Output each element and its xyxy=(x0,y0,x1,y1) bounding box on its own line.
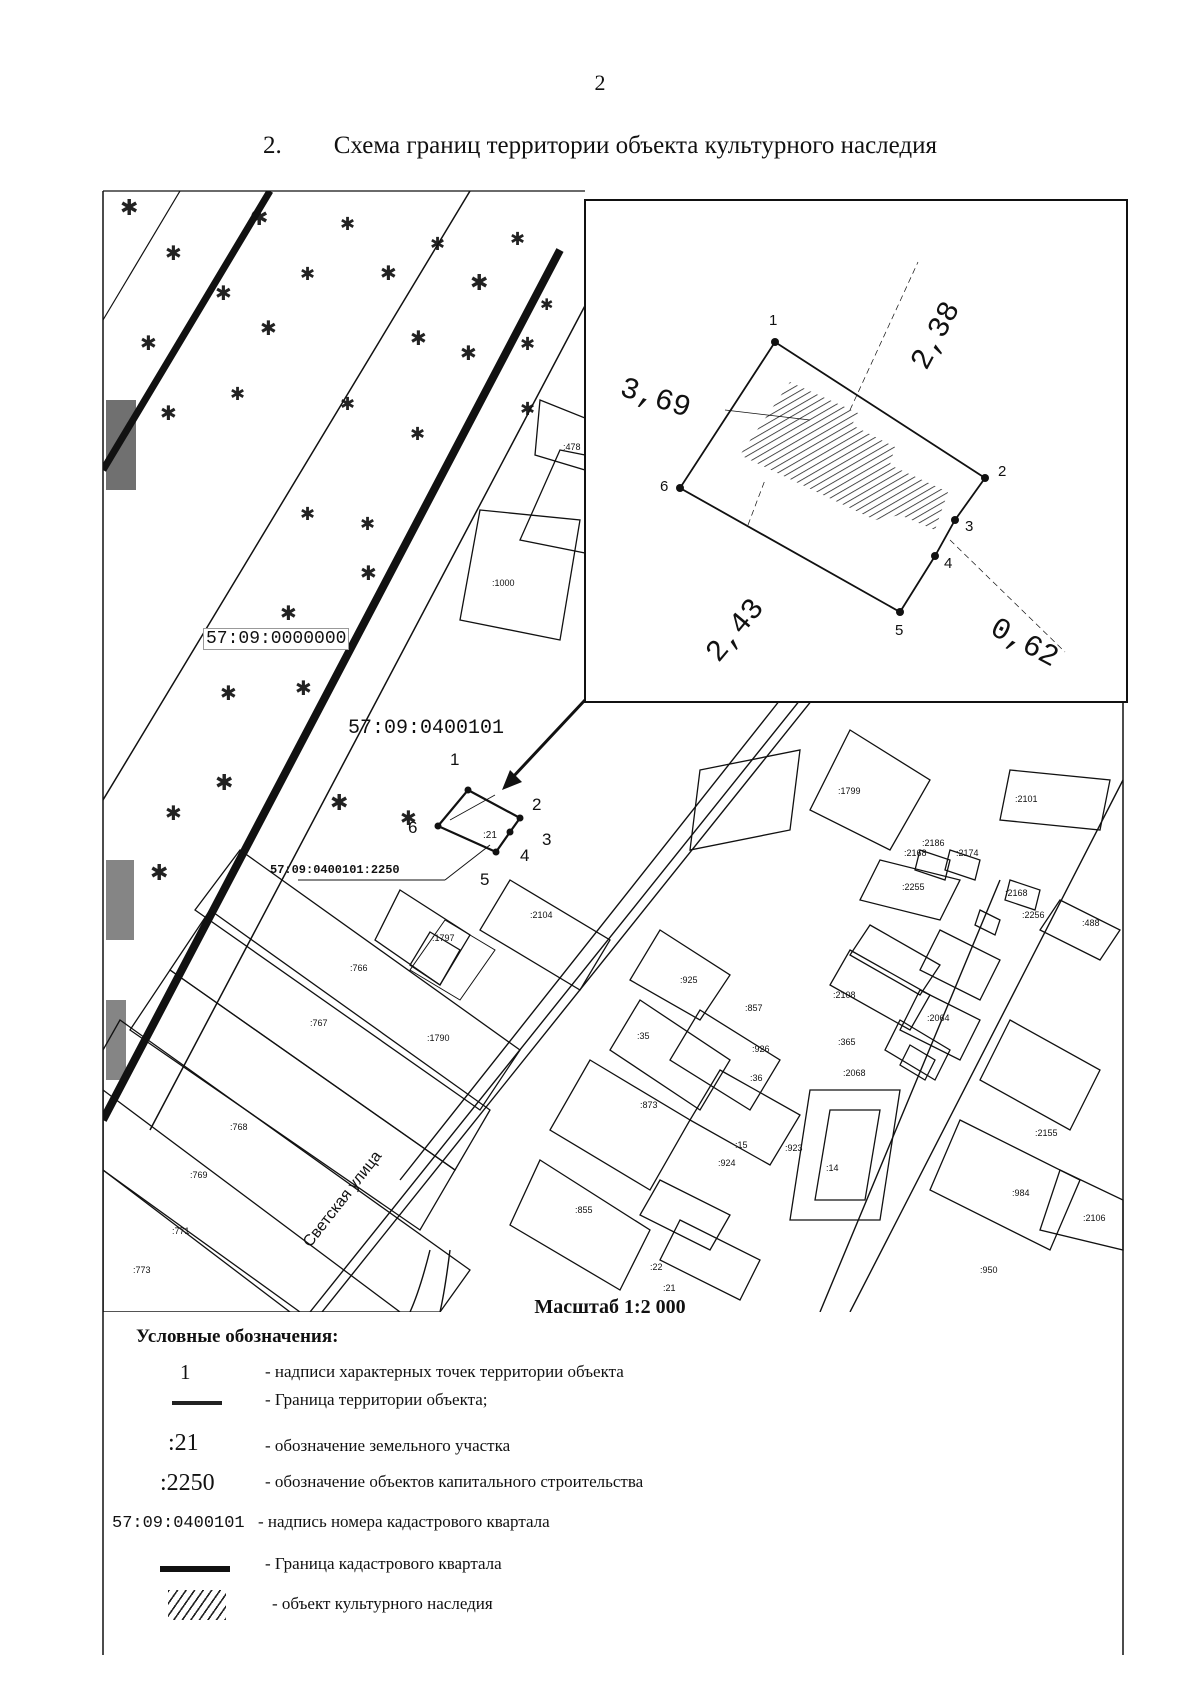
map-scale: Масштаб 1:2 000 xyxy=(534,1296,686,1318)
svg-text:✱: ✱ xyxy=(460,343,477,365)
legend-text: - Граница территории объекта; xyxy=(265,1390,488,1409)
legend-symbol-quarter: 57:09:0400101 xyxy=(112,1514,245,1533)
legend-symbol-hatch xyxy=(168,1590,226,1620)
legend-text: - обозначение земельного участка xyxy=(265,1436,511,1455)
svg-text:✱: ✱ xyxy=(140,333,157,355)
cadastral-quarter-boundaries xyxy=(103,191,589,1131)
svg-text:✱: ✱ xyxy=(215,770,233,795)
svg-text:✱: ✱ xyxy=(295,678,312,700)
legend-item-object-boundary: - Граница территории объекта; xyxy=(0,1388,1200,1418)
legend-item-quarter-label: 57:09:0400101 - надпись номера кадастров… xyxy=(0,1512,1200,1542)
legend-text: - надпись номера кадастрового квартала xyxy=(258,1512,550,1531)
svg-text:✱: ✱ xyxy=(510,229,525,249)
vegetation: ✱ ✱ ✱ ✱ ✱ ✱ ✱ ✱ ✱ ✱ ✱ ✱ ✱ ✱ ✱ ✱ ✱ ✱ ✱ ✱ ✱ ✱ ✱ ✱ ✱ ✱ ✱… xyxy=(106,195,553,1080)
title-number: 2. xyxy=(262,132,282,159)
legend-symbol-object-boundary-line xyxy=(172,1401,222,1405)
legend-item-land-parcel: :21 - обозначение земельного участка xyxy=(0,1430,1200,1464)
svg-text:✱: ✱ xyxy=(165,803,182,825)
svg-text:✱: ✱ xyxy=(300,504,315,524)
object-territory-boundary xyxy=(434,786,524,856)
legend-text: - Граница кадастрового квартала xyxy=(265,1554,502,1573)
svg-text:✱: ✱ xyxy=(520,334,535,354)
legend-text: - надписи характерных точек территории о… xyxy=(265,1362,624,1381)
legend-symbol-point: 1 xyxy=(180,1360,191,1384)
inset-detail xyxy=(584,199,1128,703)
svg-text:✱: ✱ xyxy=(400,808,417,830)
svg-text:✱: ✱ xyxy=(260,318,277,340)
svg-text:✱: ✱ xyxy=(380,263,397,285)
svg-text:✱: ✱ xyxy=(540,297,553,314)
legend-symbol-quarter-boundary-line xyxy=(160,1566,230,1572)
land-parcels xyxy=(103,399,1124,1312)
street-lines xyxy=(309,699,1124,1312)
svg-text:✱: ✱ xyxy=(410,328,427,350)
page-number: 2 xyxy=(594,70,606,95)
legend-symbol-capital: :2250 xyxy=(160,1470,215,1496)
legend-symbol-parcel: :21 xyxy=(168,1430,199,1456)
svg-text:✱: ✱ xyxy=(360,563,377,585)
svg-text:✱: ✱ xyxy=(520,399,535,419)
legend-item-heritage-object: - объект культурного наследия xyxy=(0,1590,1200,1622)
svg-text:✱: ✱ xyxy=(165,243,182,265)
legend-item-points: 1 - надписи характерных точек территории… xyxy=(0,1360,1200,1390)
legend-item-quarter-boundary: - Граница кадастрового квартала xyxy=(0,1554,1200,1584)
svg-text:✱: ✱ xyxy=(360,514,375,534)
page-title: 2. Схема границ территории объекта культу… xyxy=(0,132,1200,160)
svg-text:✱: ✱ xyxy=(150,860,168,885)
svg-text:✱: ✱ xyxy=(220,683,237,705)
legend-item-capital-objects: :2250 - обозначение объектов капитальног… xyxy=(0,1470,1200,1502)
svg-text:✱: ✱ xyxy=(215,283,232,305)
svg-text:✱: ✱ xyxy=(410,424,425,444)
legend-text: - обозначение объектов капитального стро… xyxy=(265,1472,644,1491)
svg-text:✱: ✱ xyxy=(300,264,315,284)
svg-text:✱: ✱ xyxy=(330,790,348,815)
svg-text:✱: ✱ xyxy=(120,195,138,220)
svg-text:✱: ✱ xyxy=(280,603,297,625)
map-frame xyxy=(102,190,1124,1655)
svg-text:✱: ✱ xyxy=(230,384,245,404)
title-text: Схема границ территории объекта культурн… xyxy=(333,132,938,159)
legend-title: Условные обозначения: xyxy=(136,1326,339,1347)
map-body: ✱ ✱ ✱ ✱ ✱ ✱ ✱ ✱ ✱ ✱ ✱ ✱ ✱ ✱ ✱ ✱ ✱ ✱ ✱ ✱ ✱ ✱ ✱ ✱ ✱ ✱ ✱… xyxy=(103,191,1124,1312)
inset-pointer-arrow xyxy=(502,698,587,790)
svg-text:✱: ✱ xyxy=(340,394,355,414)
svg-text:✱: ✱ xyxy=(160,403,177,425)
heritage-object-hatch xyxy=(740,382,948,530)
svg-text:✱: ✱ xyxy=(340,214,355,234)
legend-text: - объект культурного наследия xyxy=(272,1594,493,1613)
parcel-label-leader-2 xyxy=(444,844,491,881)
svg-text:✱: ✱ xyxy=(470,270,488,295)
